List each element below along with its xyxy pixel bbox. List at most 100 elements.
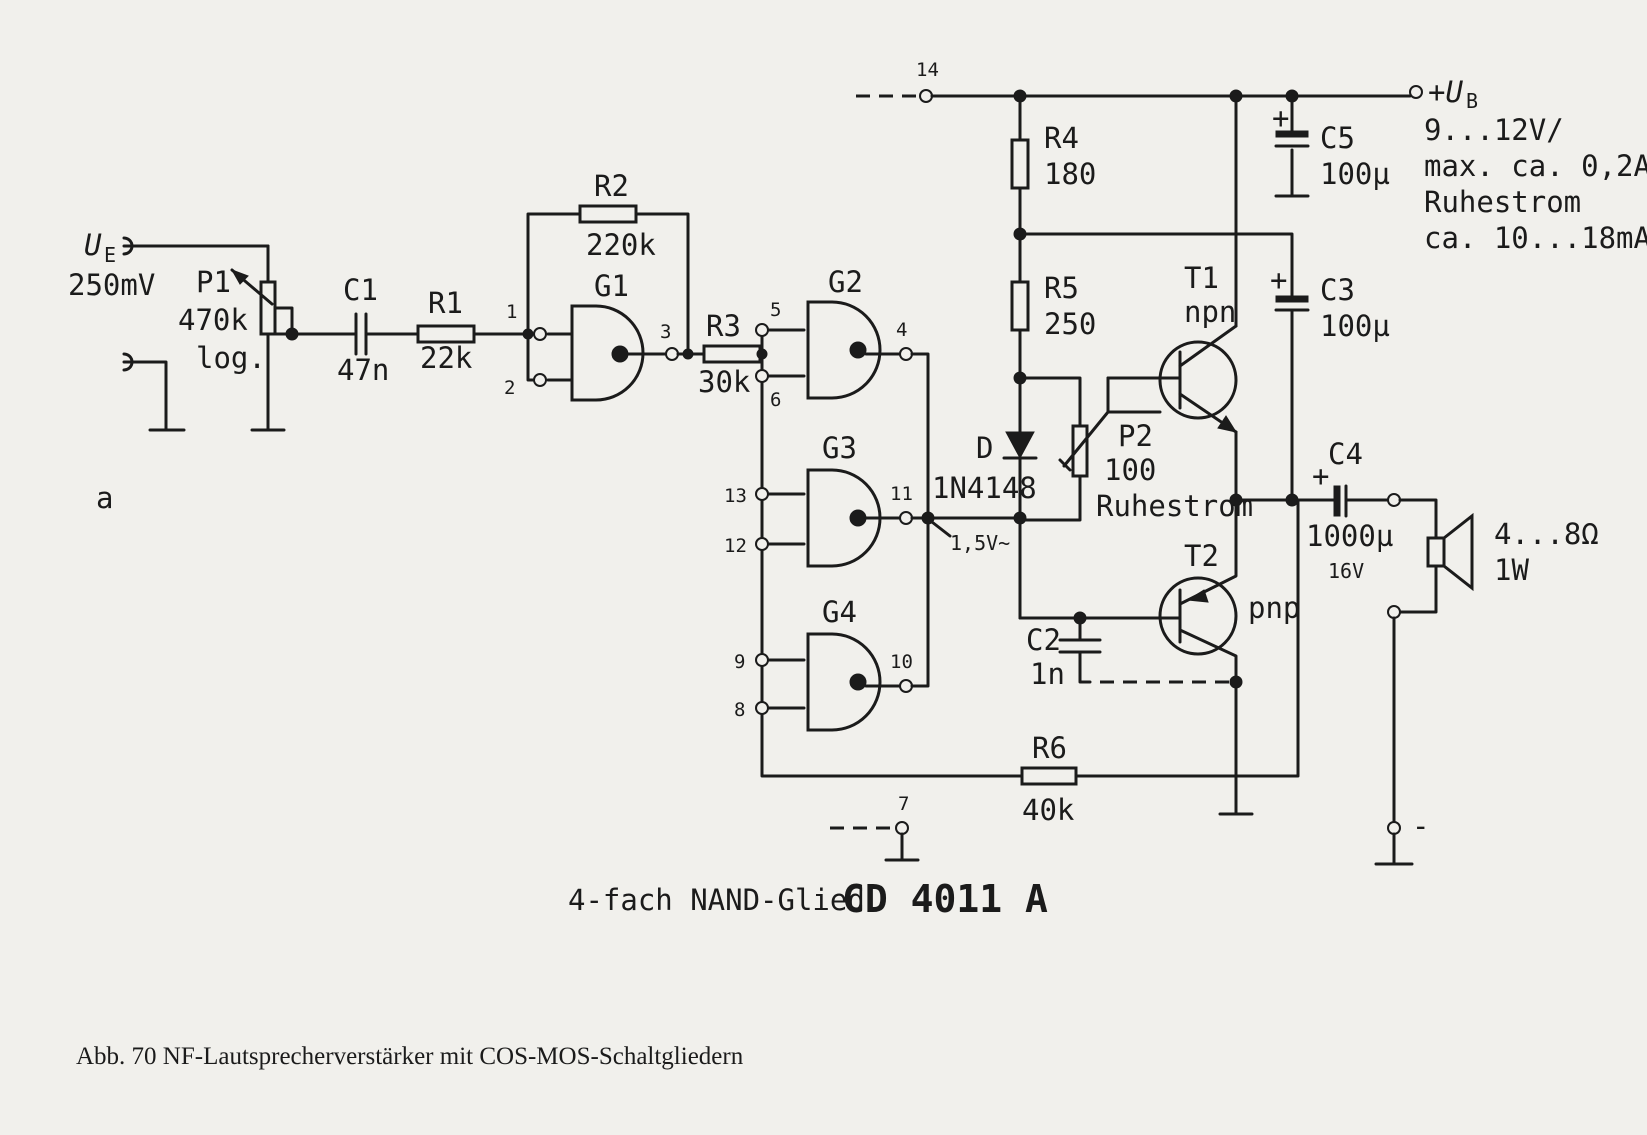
- resistor-r4: R4 180: [1010, 94, 1096, 284]
- gate-g3: G3 13 12 11: [724, 431, 1024, 568]
- potentiometer-p2: P2 100 Ruhestrom: [1058, 376, 1253, 523]
- c2-name: C2: [1026, 623, 1061, 657]
- diode-name: D: [976, 431, 993, 465]
- supply-line-4: ca. 10...18mA: [1424, 221, 1647, 255]
- potentiometer-p1: P1 470k log.: [178, 244, 294, 432]
- r5-value: 250: [1044, 307, 1096, 341]
- c5-name: C5: [1320, 121, 1355, 155]
- diode-type: 1N4148: [932, 471, 1037, 505]
- c1-name: C1: [343, 273, 378, 307]
- c3-name: C3: [1320, 273, 1355, 307]
- capacitor-c3: + C3 100µ: [1270, 263, 1390, 502]
- g4-name: G4: [822, 595, 857, 629]
- transistor-t2: T2 pnp: [1018, 498, 1300, 816]
- t2-type: pnp: [1248, 591, 1300, 625]
- figure-tag: a: [96, 481, 113, 515]
- supply-line-1: 9...12V/: [1424, 113, 1564, 147]
- input-label: U: [84, 228, 102, 262]
- supply-pin: 14: [916, 59, 939, 81]
- loudspeaker: 4...8Ω 1W -: [1374, 498, 1599, 866]
- c4-plus: +: [1312, 459, 1329, 493]
- transistor-t1: T1 npn: [1106, 94, 1238, 502]
- resistor-r2: R2 220k: [526, 169, 690, 356]
- g3-name: G3: [822, 431, 857, 465]
- p2-name: P2: [1118, 419, 1153, 453]
- g4-pin-out: 10: [890, 651, 913, 673]
- chip-name: CD 4011 A: [842, 877, 1048, 921]
- g1-pin-in-a: 1: [506, 301, 517, 323]
- t2-name: T2: [1184, 539, 1219, 573]
- test-voltage: 1,5V~: [950, 531, 1010, 555]
- r6-value: 40k: [1022, 793, 1075, 827]
- resistor-r1: R1 22k: [416, 286, 530, 375]
- c5-value: 100µ: [1320, 157, 1390, 191]
- chip-description: 4-fach NAND-Glied: [568, 883, 865, 917]
- speaker-impedance: 4...8Ω: [1494, 517, 1599, 551]
- r1-value: 22k: [420, 341, 473, 375]
- r1-name: R1: [428, 286, 463, 320]
- supply-label-sub: B: [1466, 89, 1478, 113]
- c3-plus: +: [1270, 263, 1287, 297]
- p1-taper: log.: [196, 341, 266, 375]
- capacitor-c5: + C5 100µ: [1272, 94, 1390, 198]
- input-level: 250mV: [68, 268, 155, 302]
- g1-pin-in-b: 2: [504, 377, 515, 399]
- g2-pin-in-a: 5: [770, 299, 781, 321]
- capacitor-c4: + C4 1000µ 16V: [1296, 437, 1401, 583]
- r4-name: R4: [1044, 121, 1079, 155]
- chip-ground: 7: [830, 793, 920, 862]
- g4-pin-in-a: 9: [734, 651, 745, 673]
- c4-value: 1000µ: [1306, 519, 1393, 553]
- input-terminals: U E 250mV: [68, 228, 270, 432]
- supply-rail: 14 +U B 9...12V/ max. ca. 0,2A Ruhestrom…: [856, 59, 1647, 255]
- resistor-r3: R3 30k: [676, 309, 764, 399]
- ground-pin: 7: [898, 793, 909, 815]
- g3-pin-in-a: 13: [724, 485, 747, 507]
- capacitor-c2: C2 1n: [1026, 611, 1236, 691]
- gate-g4: G4 9 8 10: [734, 516, 930, 732]
- p1-value: 470k: [178, 303, 248, 337]
- wiper-junction: [285, 327, 299, 341]
- r5-name: R5: [1044, 271, 1079, 305]
- supply-line-2: max. ca. 0,2A: [1424, 149, 1647, 183]
- resistor-r5: R5 250: [1010, 271, 1096, 434]
- c4-voltage: 16V: [1328, 559, 1364, 583]
- g4-pin-in-b: 8: [734, 699, 745, 721]
- g3-pin-out: 11: [890, 483, 913, 505]
- g1-pin-out: 3: [660, 321, 671, 343]
- minus-terminal: -: [1412, 809, 1429, 843]
- r2-value: 220k: [586, 228, 656, 262]
- input-label-sub: E: [104, 243, 116, 267]
- supply-line-3: Ruhestrom: [1424, 185, 1581, 219]
- r4-value: 180: [1044, 157, 1096, 191]
- gate-g1: G1 1 2 3: [504, 269, 679, 402]
- c3-value: 100µ: [1320, 309, 1390, 343]
- c2-value: 1n: [1030, 657, 1065, 691]
- capacitor-c1: C1 47n: [337, 273, 420, 387]
- t1-type: npn: [1184, 295, 1236, 329]
- diode-d: D 1N4148: [932, 431, 1038, 620]
- c5-plus: +: [1272, 101, 1289, 135]
- g1-name: G1: [594, 269, 629, 303]
- g3-pin-in-b: 12: [724, 535, 747, 557]
- r3-value: 30k: [698, 365, 751, 399]
- speaker-power: 1W: [1494, 553, 1529, 587]
- resistor-r6-body: [1020, 766, 1078, 786]
- resistor-r6: R6 40k: [1022, 731, 1075, 827]
- p1-name: P1: [196, 265, 231, 299]
- g2-name: G2: [828, 265, 863, 299]
- r3-name: R3: [706, 309, 741, 343]
- g2-pin-in-b: 6: [770, 389, 781, 411]
- p2-value: 100: [1104, 453, 1156, 487]
- supply-label: +U: [1428, 75, 1463, 109]
- gate-g2: G2 5 6 4: [755, 265, 930, 522]
- r2-name: R2: [594, 169, 629, 203]
- c1-value: 47n: [337, 353, 389, 387]
- p2-note: Ruhestrom: [1096, 489, 1253, 523]
- r6-name: R6: [1032, 731, 1067, 765]
- figure-caption: Abb. 70 NF-Lautsprecherverstärker mit CO…: [76, 1043, 744, 1070]
- g2-pin-out: 4: [896, 319, 907, 341]
- c4-name: C4: [1328, 437, 1363, 471]
